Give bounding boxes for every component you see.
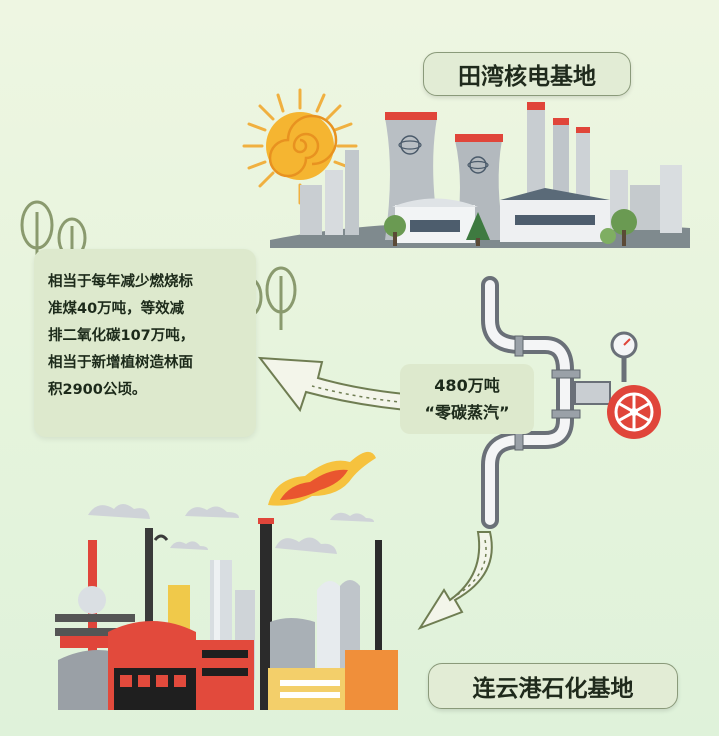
steam-name: “零碳蒸汽” [424, 403, 510, 422]
flame-icon [268, 451, 376, 506]
savings-info-box: 相当于每年减少燃烧标 准煤40万吨，等效减 排二氧化碳107万吨， 相当于新增植… [34, 249, 256, 437]
valve-icon [607, 331, 661, 439]
savings-line: 排二氧化碳107万吨， [48, 328, 195, 344]
arrow-icon [417, 531, 493, 631]
nuclear-base-label: 田湾核电基地 [423, 52, 631, 96]
petrochemical-base-label: 连云港石化基地 [428, 663, 678, 709]
steam-amount: 480万吨 [434, 376, 500, 395]
steam-info-box: 480万吨 “零碳蒸汽” [400, 364, 534, 434]
savings-line: 积2900公顷。 [48, 382, 147, 398]
tree-icon [384, 209, 637, 246]
pipe-icon [481, 276, 611, 529]
cloud-icon [88, 504, 374, 554]
savings-line: 相当于新增植树造林面 [48, 355, 193, 371]
petrochemical-plant-icon [55, 518, 398, 710]
savings-line: 相当于每年减少燃烧标 [48, 274, 193, 290]
savings-line: 准煤40万吨，等效减 [48, 301, 185, 317]
